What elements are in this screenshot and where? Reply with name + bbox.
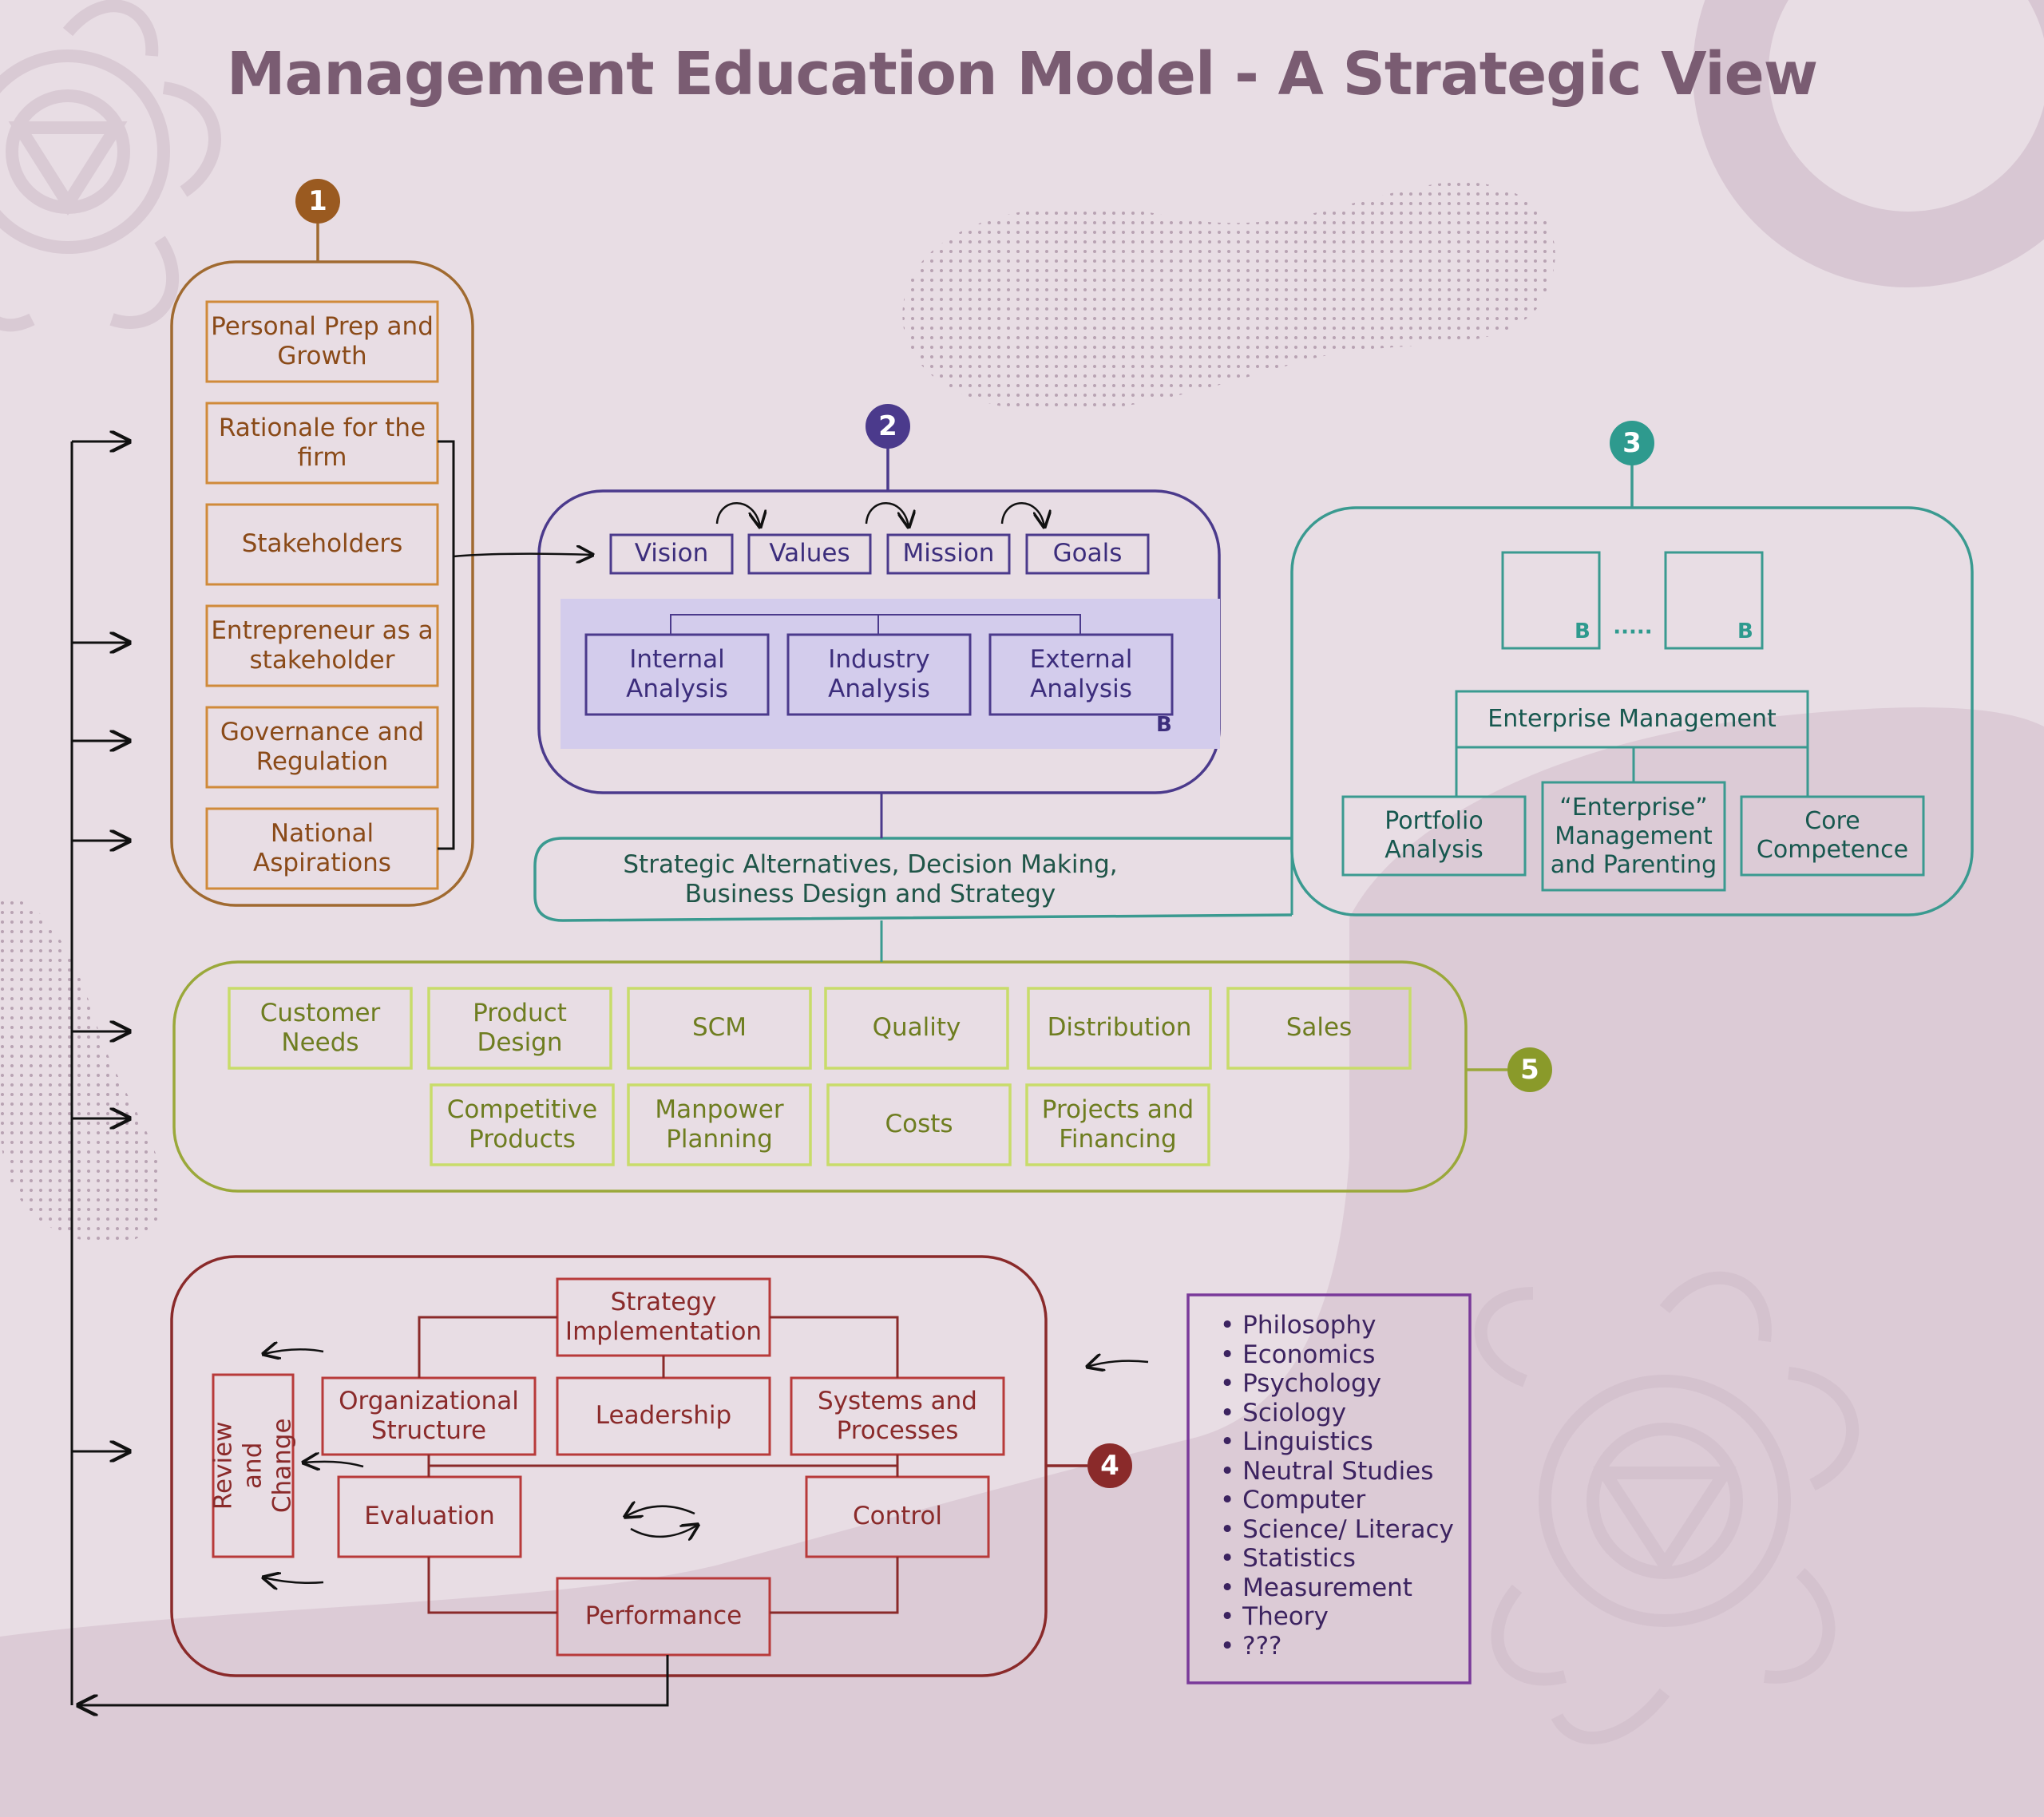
list-item: • Economics [1220,1340,1376,1369]
review-change-label: Review and Change [208,1418,297,1514]
enterprise-connectors [1455,719,1809,797]
distribution-box: Distribution [1047,1013,1192,1043]
evaluation-box: Evaluation [364,1502,495,1531]
marker-4: 4 [1087,1443,1132,1488]
list-item: • Linguistics [1220,1427,1373,1456]
placeholder-ellipsis: ····· [1613,620,1653,645]
governance-box: Governance and Regulation [220,717,425,776]
organizational-structure-box: Organizational Structure [339,1386,519,1445]
review-arrows [263,1349,1149,1583]
review-change-box: Review and Change [208,1375,296,1557]
marker-1: 1 [295,179,340,224]
industry-analysis-box: Industry Analysis [828,644,930,703]
goals-box: Goals [1052,539,1123,568]
list-item: • Measurement [1220,1573,1412,1602]
systems-processes-box: Systems and Processes [818,1386,977,1445]
leadership-box: Leadership [595,1401,732,1431]
section1-boxes [205,300,439,890]
page-title: Management Education Model - A Strategic… [226,40,1818,109]
rationale-box: Rationale for the firm [218,413,426,472]
internal-analysis-box: Internal Analysis [626,644,728,703]
analysis-connectors [670,614,1081,635]
national-aspirations-box: National Aspirations [253,818,391,877]
sales-box: Sales [1285,1013,1353,1043]
list-item: • Neutral Studies [1220,1456,1434,1486]
section1-bracket [438,440,455,850]
entrepreneur-box: Entrepreneur as a stakeholder [211,616,434,675]
projects-financing-box: Projects and Financing [1041,1095,1194,1154]
core-competence-box: Core Competence [1756,807,1909,864]
section5-container [172,960,1468,1193]
quality-box: Quality [872,1013,961,1043]
portfolio-analysis-box: Portfolio Analysis [1384,807,1483,864]
mandala-bottom-right-icon [1475,1271,1860,1745]
enterprise-management-box: Enterprise Management [1487,705,1777,733]
manpower-planning-box: Manpower Planning [655,1095,784,1154]
list-item: • ??? [1220,1631,1282,1661]
values-box: Values [769,539,850,568]
product-design-box: Product Design [473,998,567,1057]
strategic-alternatives-text: Strategic Alternatives, Decision Making,… [623,849,1118,908]
marker-2: 2 [866,404,910,449]
enterprise-parenting-box: “Enterprise” Management and Parenting [1550,793,1717,879]
marker-3: 3 [1610,421,1654,465]
marker-stems [316,224,1634,1467]
section4-connectors [418,1316,899,1614]
list-item: • Statistics [1220,1544,1356,1573]
costs-box: Costs [885,1110,953,1139]
bracket-to-vision-arrow [453,554,592,556]
placeholder-2-label: B [1737,620,1753,643]
disciplines-list: • Philosophy • Economics • Psychology • … [1220,1311,1483,1661]
disciplines-box [1186,1293,1472,1684]
feedback-loop [70,441,669,1705]
customer-needs-box: Customer Needs [259,998,381,1057]
scm-box: SCM [691,1013,747,1043]
performance-box: Performance [584,1601,743,1631]
list-item: • Theory [1220,1602,1329,1631]
strategy-implementation-box: Strategy Implementation [564,1287,763,1346]
vision-box: Vision [634,539,709,568]
placeholder-1-label: B [1575,620,1590,643]
mandala-top-left-icon [0,0,221,332]
list-item: • Computer [1220,1486,1366,1514]
strategic-banner-outline [533,837,1293,922]
section1-container [170,260,474,907]
personal-prep-box: Personal Prep and Growth [211,311,434,370]
stakeholders-box: Stakeholders [241,529,403,559]
flow-curl-arrows [715,502,1044,527]
control-box: Control [852,1502,943,1531]
analysis-corner-label: B [1156,713,1172,737]
list-item: • Sciology [1220,1398,1347,1427]
list-item: • Philosophy [1220,1311,1377,1340]
list-item: • Psychology [1220,1369,1382,1398]
external-analysis-box: External Analysis [1029,644,1133,703]
mission-box: Mission [902,539,995,568]
competitive-products-box: Competitive Products [446,1095,598,1154]
marker-5: 5 [1507,1047,1552,1092]
list-item: • Science/ Literacy [1220,1514,1454,1544]
section5-boxes [228,987,1412,1166]
